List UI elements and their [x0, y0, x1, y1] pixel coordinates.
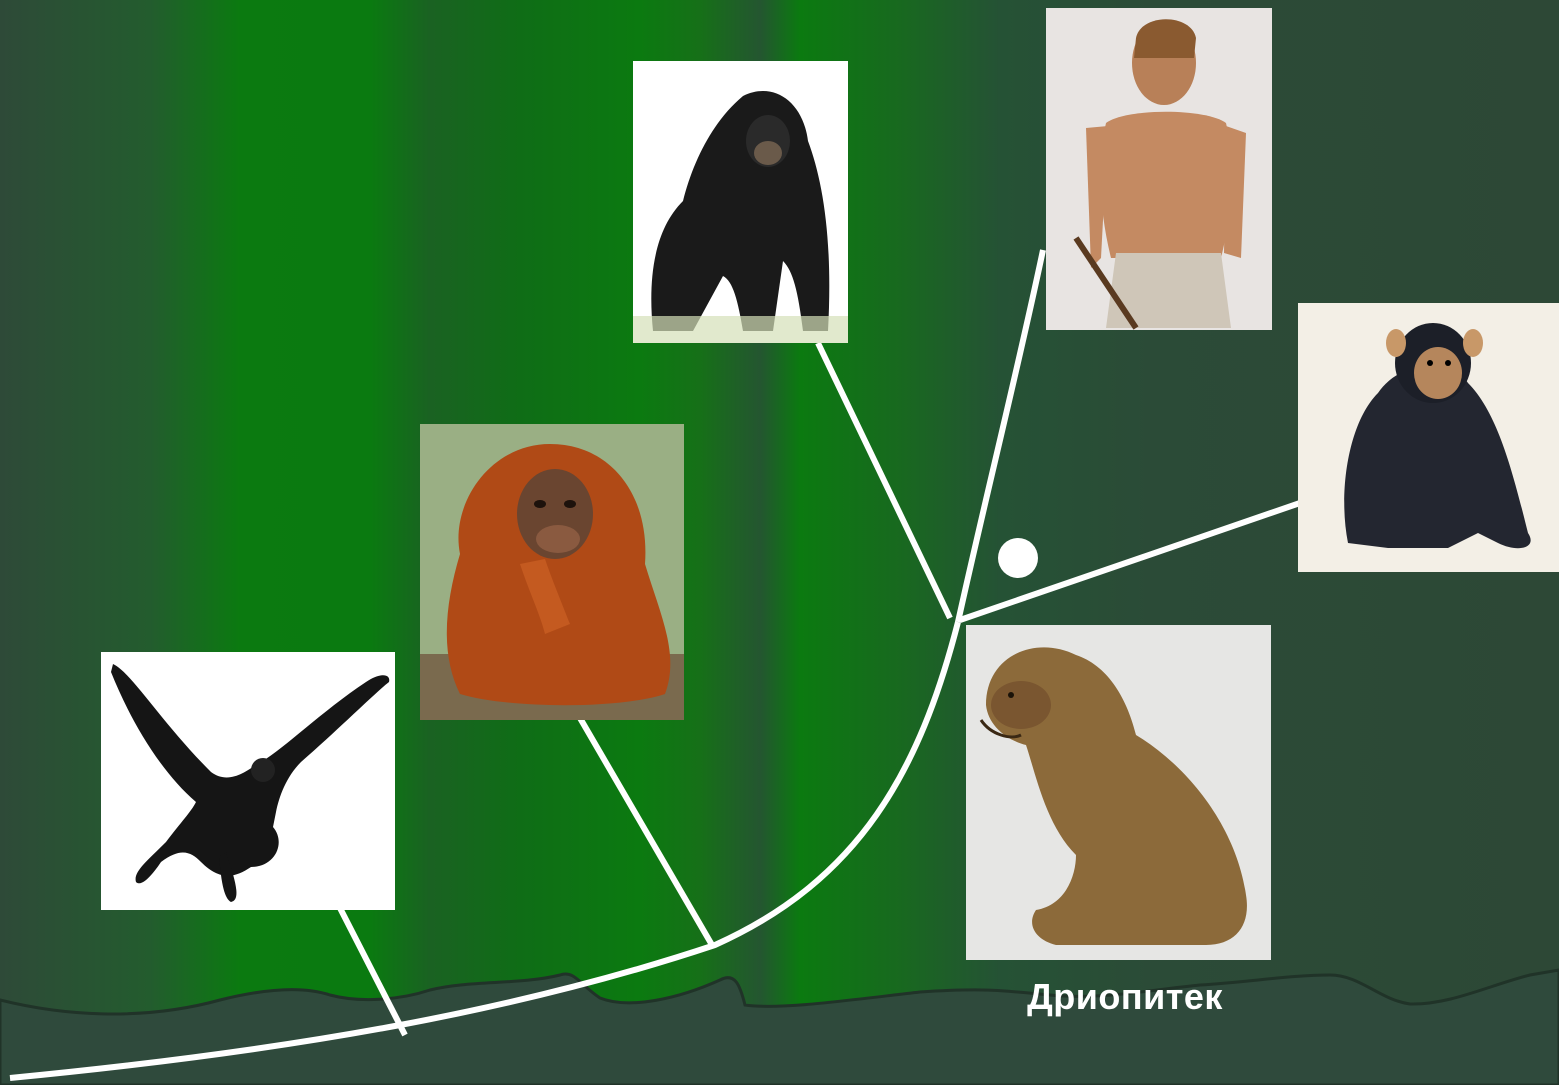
- ground-silhouette: [0, 970, 1559, 1085]
- branch-node-dot: [998, 538, 1038, 578]
- gibbon-image: [101, 652, 395, 910]
- branch-orangutan: [580, 718, 712, 945]
- gorilla-image: [633, 61, 848, 343]
- branch-gorilla: [818, 343, 950, 618]
- dryopithecus-label: Дриопитек: [960, 976, 1290, 1018]
- orangutan-image: [420, 424, 684, 720]
- chimpanzee-image: [1298, 303, 1559, 572]
- dryopithecus-image: [966, 625, 1271, 960]
- human-image: [1046, 8, 1272, 330]
